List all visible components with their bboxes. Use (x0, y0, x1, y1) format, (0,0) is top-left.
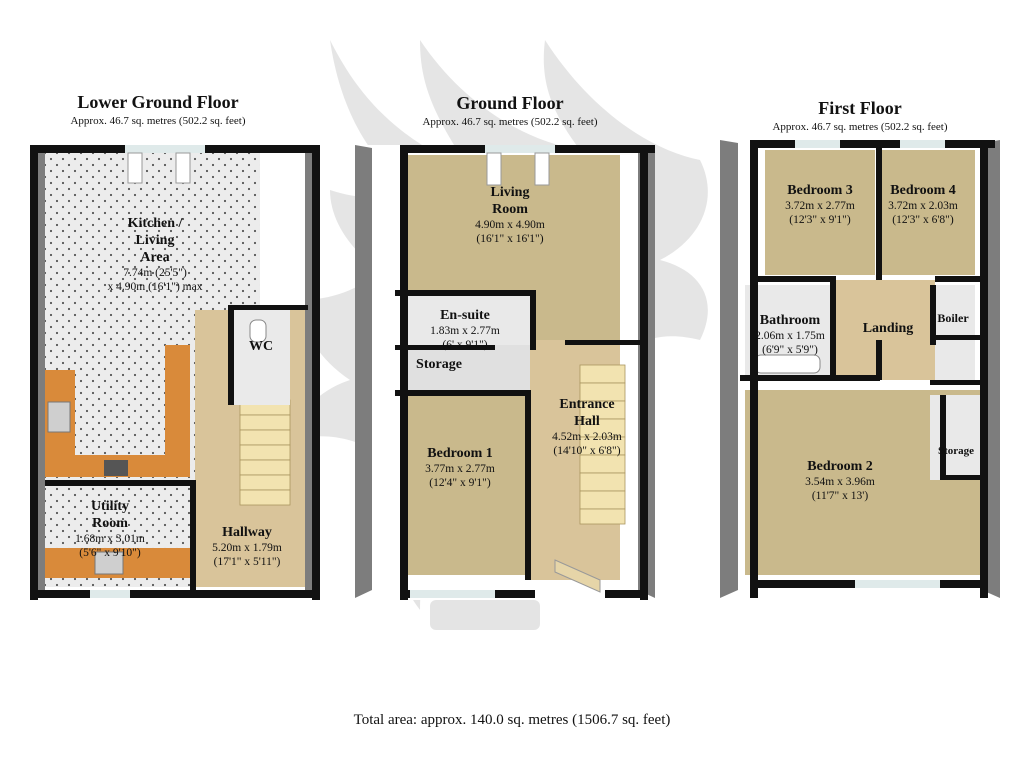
room-name: Hallway (222, 525, 272, 540)
room-name: Utility (90, 499, 130, 514)
room-storage-gf: Storage (402, 356, 476, 373)
front-door (554, 559, 601, 593)
room-dimensions: (11'7" x 13') (811, 490, 869, 502)
room-dimensions: (12'3" x 9'1") (789, 214, 851, 226)
room-en-suite: En-suite 1.83m x 2.77m (6' x 9'1") (410, 307, 520, 352)
bedroom-3-floor (765, 150, 875, 275)
room-dimensions: (17'1" x 5'11") (213, 556, 281, 568)
room-name: Bedroom 1 (427, 446, 493, 461)
room-name: Kitchen / (127, 216, 183, 231)
floor-title-first: First Floor (818, 98, 902, 118)
room-dimensions: 1.83m x 2.77m (430, 325, 500, 337)
room-dimensions: (12'4" x 9'1") (429, 477, 491, 489)
room-dimensions: (14'10" x 6'8") (553, 445, 621, 457)
room-name: Bedroom 2 (807, 459, 873, 474)
room-dimensions: 4.52m x 2.03m (552, 431, 622, 443)
floor-title-ground: Ground Floor (456, 93, 564, 113)
staircase-ground (579, 364, 626, 525)
room-dimensions: (6'9" x 5'9") (762, 344, 818, 356)
bathtub-icon (754, 354, 821, 374)
room-name: En-suite (440, 308, 490, 323)
room-bedroom-4: Bedroom 4 3.72m x 2.03m (12'3" x 6'8") (868, 182, 978, 227)
room-bedroom-1: Bedroom 1 3.77m x 2.77m (12'4" x 9'1") (400, 445, 520, 490)
room-dimensions: 3.54m x 3.96m (805, 476, 875, 488)
floor-area-ground: Approx. 46.7 sq. metres (502.2 sq. feet) (422, 116, 598, 128)
room-bathroom: Bathroom 2.06m x 1.75m (6'9" x 5'9") (740, 312, 840, 357)
room-name: WC (248, 339, 274, 354)
room-name: Storage (937, 445, 975, 457)
room-name: Room (92, 516, 128, 531)
wc-toilet-icon (249, 319, 267, 343)
room-dimensions: 4.90m x 4.90m (475, 219, 545, 231)
floor-area-lower-ground: Approx. 46.7 sq. metres (502.2 sq. feet) (70, 115, 246, 127)
room-boiler: Boiler (926, 310, 980, 327)
room-name: Bedroom 4 (890, 183, 956, 198)
room-wc: WC (236, 338, 286, 355)
room-bedroom-2: Bedroom 2 3.54m x 3.96m (11'7" x 13') (780, 458, 900, 503)
room-name: Storage (416, 357, 462, 372)
room-dimensions: (16'1" x 16'1") (476, 233, 544, 245)
bedroom-4-floor (880, 150, 975, 275)
room-entrance-hall: Entrance Hall 4.52m x 2.03m (14'10" x 6'… (532, 396, 642, 458)
room-name: Hall (574, 414, 600, 429)
landing-floor (835, 280, 935, 380)
window-gf-bottom (410, 590, 495, 598)
window-lg-bottom (90, 590, 130, 598)
floor-title-lower-ground: Lower Ground Floor (77, 92, 239, 112)
window-gf-top (485, 145, 555, 153)
room-dimensions: 7.74m (25'5") (123, 267, 187, 279)
window-lg-top (125, 145, 205, 153)
room-name: Bathroom (759, 313, 821, 328)
total-area: Total area: approx. 140.0 sq. metres (15… (353, 712, 671, 728)
room-dimensions: 3.72m x 2.03m (888, 200, 958, 212)
lower-ground-floor-plan (30, 145, 320, 600)
window-ff-top-left (795, 140, 840, 148)
room-landing: Landing (848, 320, 928, 337)
room-kitchen-living: Kitchen / Living Area 7.74m (25'5") x 4.… (80, 215, 230, 294)
hob-icon (104, 460, 128, 476)
room-dimensions: (6' x 9'1") (442, 339, 488, 351)
room-utility: Utility Room 1.68m x 3.01m (5'6" x 9'10"… (50, 498, 170, 560)
ground-floor-plan (355, 145, 655, 600)
room-dimensions: 1.68m x 3.01m (75, 533, 145, 545)
room-name: Living (135, 233, 175, 248)
room-dimensions: x 4.90m (16'1") max (107, 281, 203, 293)
room-name: Area (140, 250, 170, 265)
room-name: Landing (862, 321, 914, 336)
room-dimensions: 5.20m x 1.79m (212, 542, 282, 554)
room-dimensions: 2.06m x 1.75m (755, 330, 825, 342)
room-living-room: Living Room 4.90m x 4.90m (16'1" x 16'1"… (445, 184, 575, 246)
room-hallway-lg: Hallway 5.20m x 1.79m (17'1" x 5'11") (192, 524, 302, 569)
room-name: Room (492, 202, 528, 217)
room-name: Bedroom 3 (787, 183, 853, 198)
patio-doors-gf (486, 152, 550, 186)
patio-doors-lg (127, 152, 191, 184)
utility-sink-icon (94, 551, 124, 575)
window-ff-top-right (900, 140, 945, 148)
room-name: Living (490, 185, 530, 200)
floor-area-first: Approx. 46.7 sq. metres (502.2 sq. feet) (772, 121, 948, 133)
staircase-lower (239, 399, 291, 506)
room-storage-ff: Storage (928, 443, 984, 460)
sink-icon (47, 401, 71, 433)
room-dimensions: (5'6" x 9'10") (79, 547, 141, 559)
first-floor-plan (720, 140, 1000, 600)
room-dimensions: 3.72m x 2.77m (785, 200, 855, 212)
room-dimensions: (12'3" x 6'8") (892, 214, 954, 226)
room-name: Boiler (937, 311, 969, 325)
window-ff-bottom (855, 580, 940, 588)
room-bedroom-3: Bedroom 3 3.72m x 2.77m (12'3" x 9'1") (765, 182, 875, 227)
room-name: Entrance (559, 397, 615, 412)
room-dimensions: 3.77m x 2.77m (425, 463, 495, 475)
